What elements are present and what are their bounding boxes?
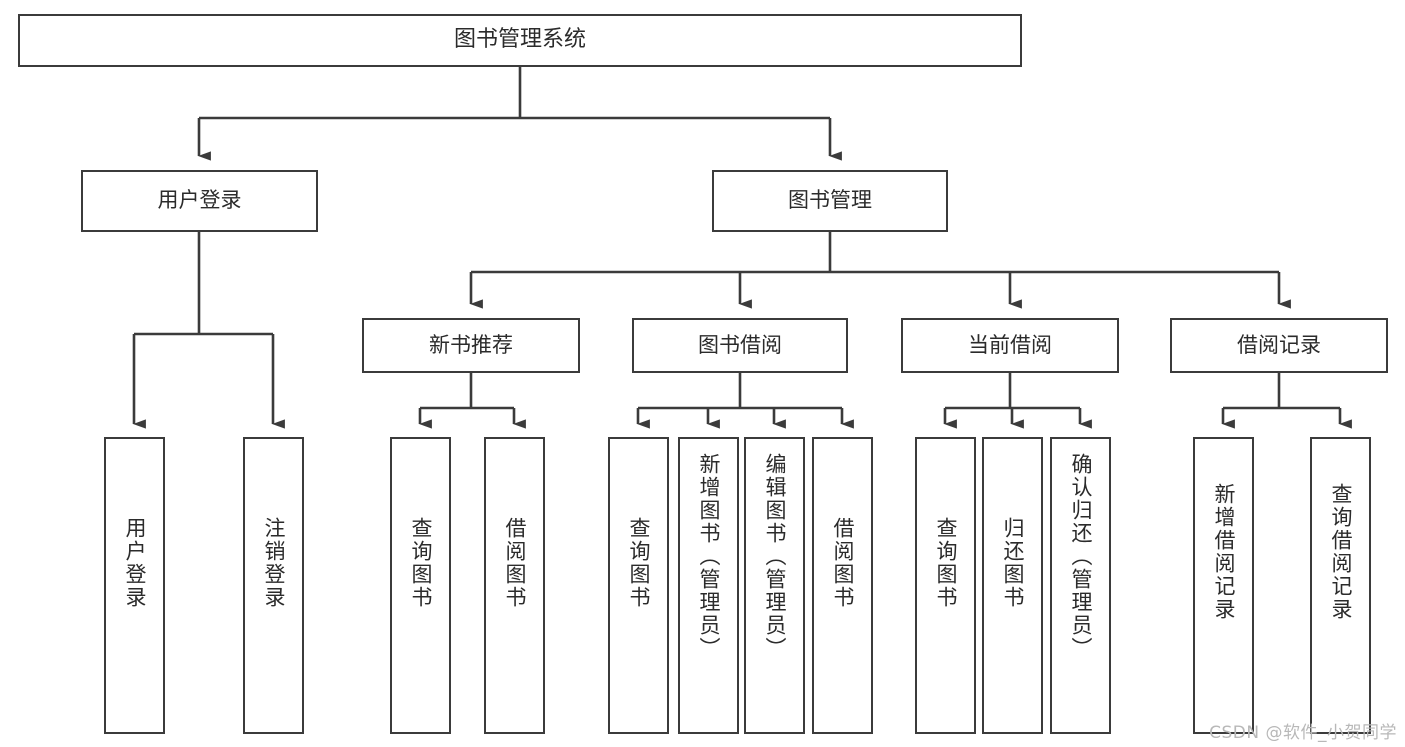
node-label: 图书管理 bbox=[788, 188, 872, 213]
node-label: 确认归还（管理员） bbox=[1069, 453, 1093, 660]
node-leaf-edit-book[interactable]: 编辑图书（管理员） bbox=[744, 437, 805, 734]
node-leaf-query-record[interactable]: 查询借阅记录 bbox=[1310, 437, 1371, 734]
node-label: 查询图书 bbox=[627, 517, 651, 609]
node-label: 借阅图书 bbox=[831, 517, 855, 609]
node-label: 用户登录 bbox=[123, 517, 147, 609]
node-label: 新增图书（管理员） bbox=[697, 453, 721, 660]
node-leaf-user-logout[interactable]: 注销登录 bbox=[243, 437, 304, 734]
node-borrow-record[interactable]: 借阅记录 bbox=[1170, 318, 1388, 373]
node-label: 新增借阅记录 bbox=[1212, 483, 1236, 621]
node-root-system[interactable]: 图书管理系统 bbox=[18, 14, 1022, 67]
node-leaf-query-book-1[interactable]: 查询图书 bbox=[390, 437, 451, 734]
node-leaf-add-record[interactable]: 新增借阅记录 bbox=[1193, 437, 1254, 734]
node-label: 图书管理系统 bbox=[453, 27, 586, 53]
node-label: 查询图书 bbox=[409, 517, 433, 609]
node-user-login[interactable]: 用户登录 bbox=[81, 170, 318, 232]
node-book-borrow[interactable]: 图书借阅 bbox=[632, 318, 848, 373]
node-label: 借阅图书 bbox=[503, 517, 527, 609]
node-label: 编辑图书（管理员） bbox=[763, 453, 787, 660]
node-label: 查询图书 bbox=[934, 517, 958, 609]
node-leaf-borrow-book-2[interactable]: 借阅图书 bbox=[812, 437, 873, 734]
node-label: 借阅记录 bbox=[1237, 332, 1321, 357]
node-leaf-return-book[interactable]: 归还图书 bbox=[982, 437, 1043, 734]
node-label: 归还图书 bbox=[1001, 517, 1025, 609]
node-label: 新书推荐 bbox=[429, 332, 513, 357]
node-label: 查询借阅记录 bbox=[1329, 483, 1353, 621]
node-label: 图书借阅 bbox=[698, 332, 782, 357]
node-label: 注销登录 bbox=[262, 517, 286, 609]
node-leaf-user-login[interactable]: 用户登录 bbox=[104, 437, 165, 734]
node-leaf-add-book[interactable]: 新增图书（管理员） bbox=[678, 437, 739, 734]
node-leaf-query-book-2[interactable]: 查询图书 bbox=[608, 437, 669, 734]
node-leaf-borrow-book-1[interactable]: 借阅图书 bbox=[484, 437, 545, 734]
node-leaf-query-book-3[interactable]: 查询图书 bbox=[915, 437, 976, 734]
node-label: 当前借阅 bbox=[968, 332, 1052, 357]
node-new-book-recommend[interactable]: 新书推荐 bbox=[362, 318, 580, 373]
node-leaf-confirm-return[interactable]: 确认归还（管理员） bbox=[1050, 437, 1111, 734]
watermark-text: CSDN @软件_小贺同学 bbox=[1209, 723, 1397, 743]
node-label: 用户登录 bbox=[157, 188, 242, 213]
node-book-manage[interactable]: 图书管理 bbox=[712, 170, 948, 232]
node-current-borrow[interactable]: 当前借阅 bbox=[901, 318, 1119, 373]
